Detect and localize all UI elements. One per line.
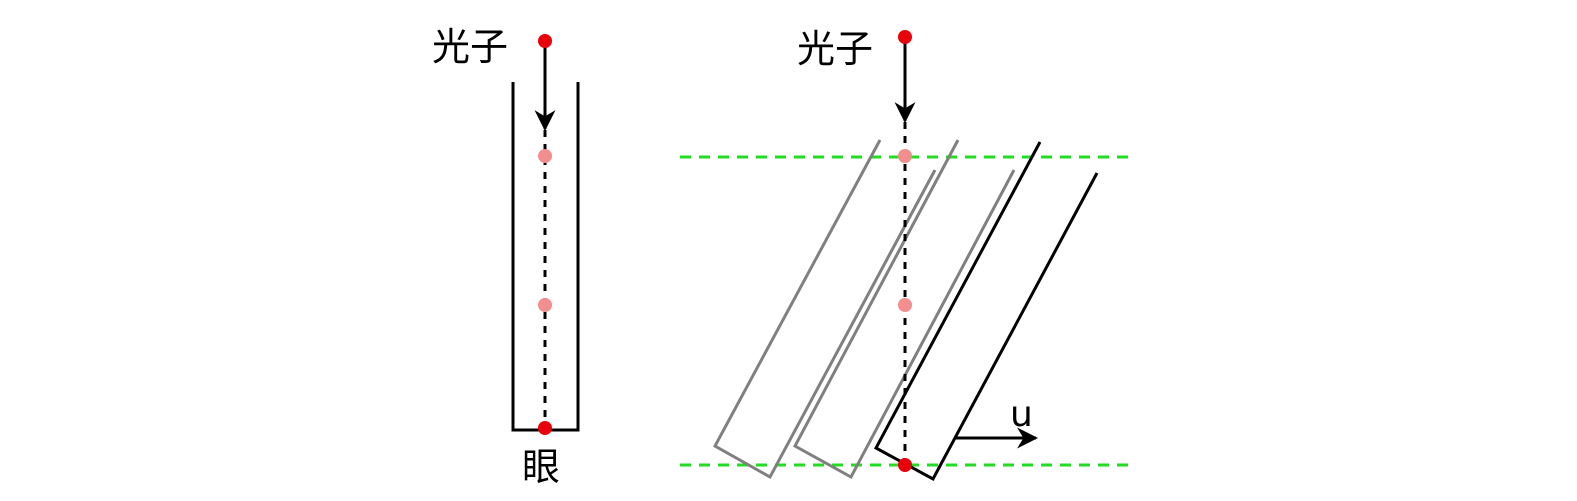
stationary-clock: 光子 眼 bbox=[432, 25, 580, 489]
photon-trace-dot-left-2 bbox=[538, 298, 552, 312]
tube-past-1 bbox=[712, 139, 937, 480]
photon-start-dot-left bbox=[538, 34, 552, 48]
photon-trace-dot-right-1 bbox=[898, 149, 912, 163]
photon-trace-dot-right-2 bbox=[898, 298, 912, 312]
photon-label-right: 光子 bbox=[797, 27, 873, 71]
velocity-label: u bbox=[1010, 394, 1033, 435]
photon-end-dot-right bbox=[898, 458, 912, 472]
photon-label-left: 光子 bbox=[432, 25, 508, 69]
photon-end-dot-left bbox=[538, 421, 552, 435]
moving-clock: 光子 u bbox=[680, 27, 1130, 482]
photon-trace-dot-left-1 bbox=[538, 149, 552, 163]
tube-past-2 bbox=[792, 139, 1016, 480]
photon-start-dot-right bbox=[898, 30, 912, 44]
eye-label: 眼 bbox=[522, 445, 560, 489]
